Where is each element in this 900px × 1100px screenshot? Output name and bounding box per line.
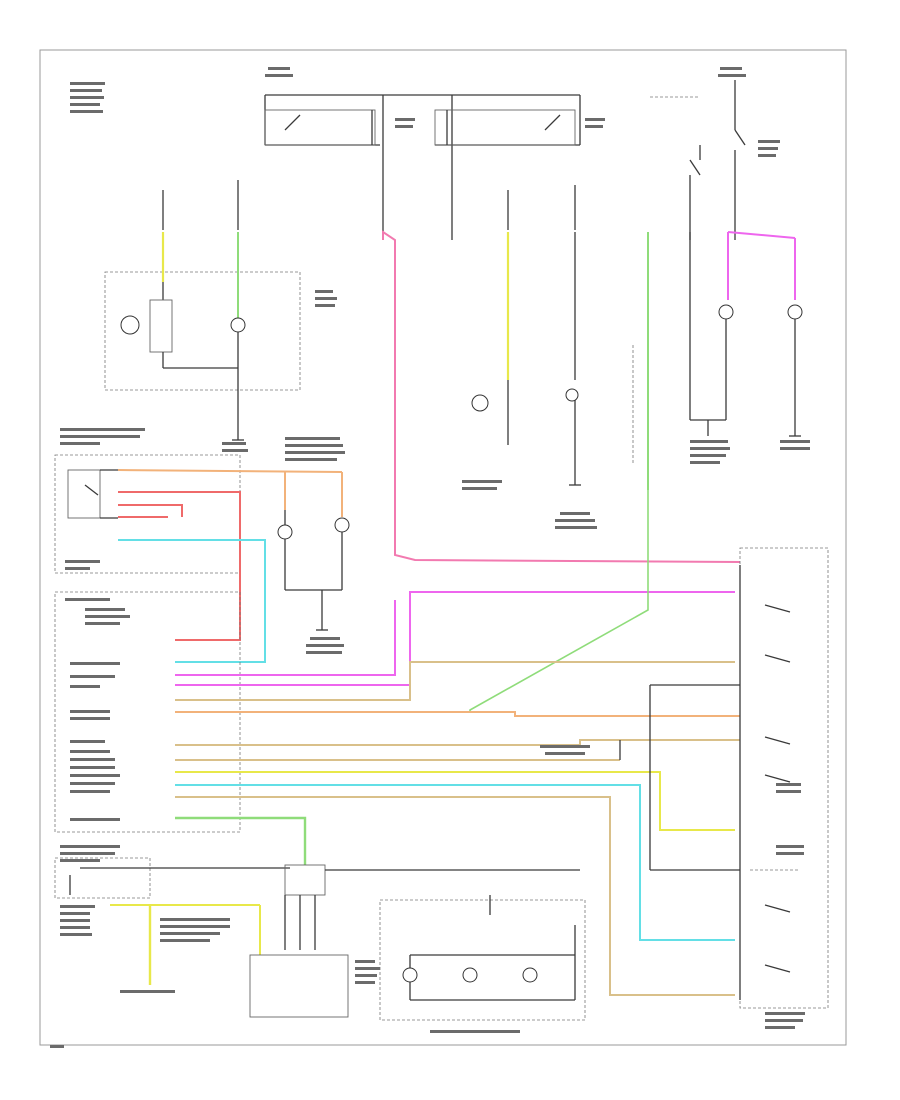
hazard-orange-wire bbox=[117, 469, 343, 473]
left-rear-lamp bbox=[689, 231, 796, 436]
right-rear-lamp bbox=[787, 238, 803, 437]
left-fog-lamp-box bbox=[104, 271, 301, 391]
bottom-left-wiring bbox=[69, 867, 290, 985]
bcm-harness bbox=[175, 230, 741, 996]
instrument-panel-cluster bbox=[379, 899, 586, 1021]
turn-signal-multifunction-switch bbox=[739, 547, 829, 1009]
fog-lamp-relay bbox=[434, 109, 576, 146]
stop-lamp-switch bbox=[650, 80, 746, 240]
bottom-left-module bbox=[54, 857, 151, 899]
hazard-switch-box bbox=[54, 454, 241, 574]
center-indicator-lamps bbox=[277, 510, 350, 631]
right-front-lamp bbox=[565, 232, 581, 486]
connector-block bbox=[249, 864, 580, 1018]
cluster-indicators bbox=[402, 895, 576, 1001]
hazard-red-wire-1 bbox=[118, 491, 241, 641]
hazard-red-wire-2 bbox=[118, 504, 183, 517]
fuse-group bbox=[162, 180, 576, 230]
left-front-lamp bbox=[230, 232, 246, 441]
right-fog-lamp-assembly bbox=[471, 232, 510, 445]
hazard-warning-switch bbox=[67, 469, 118, 519]
top-bus bbox=[264, 94, 581, 240]
diagram-frame bbox=[39, 49, 847, 1046]
headlamp-relay bbox=[264, 109, 376, 146]
label-marks bbox=[50, 67, 810, 1048]
hazard-cyan-wire bbox=[118, 539, 266, 663]
turn-signal-internals bbox=[649, 565, 800, 1000]
left-fog-lamp-assembly bbox=[120, 232, 238, 369]
